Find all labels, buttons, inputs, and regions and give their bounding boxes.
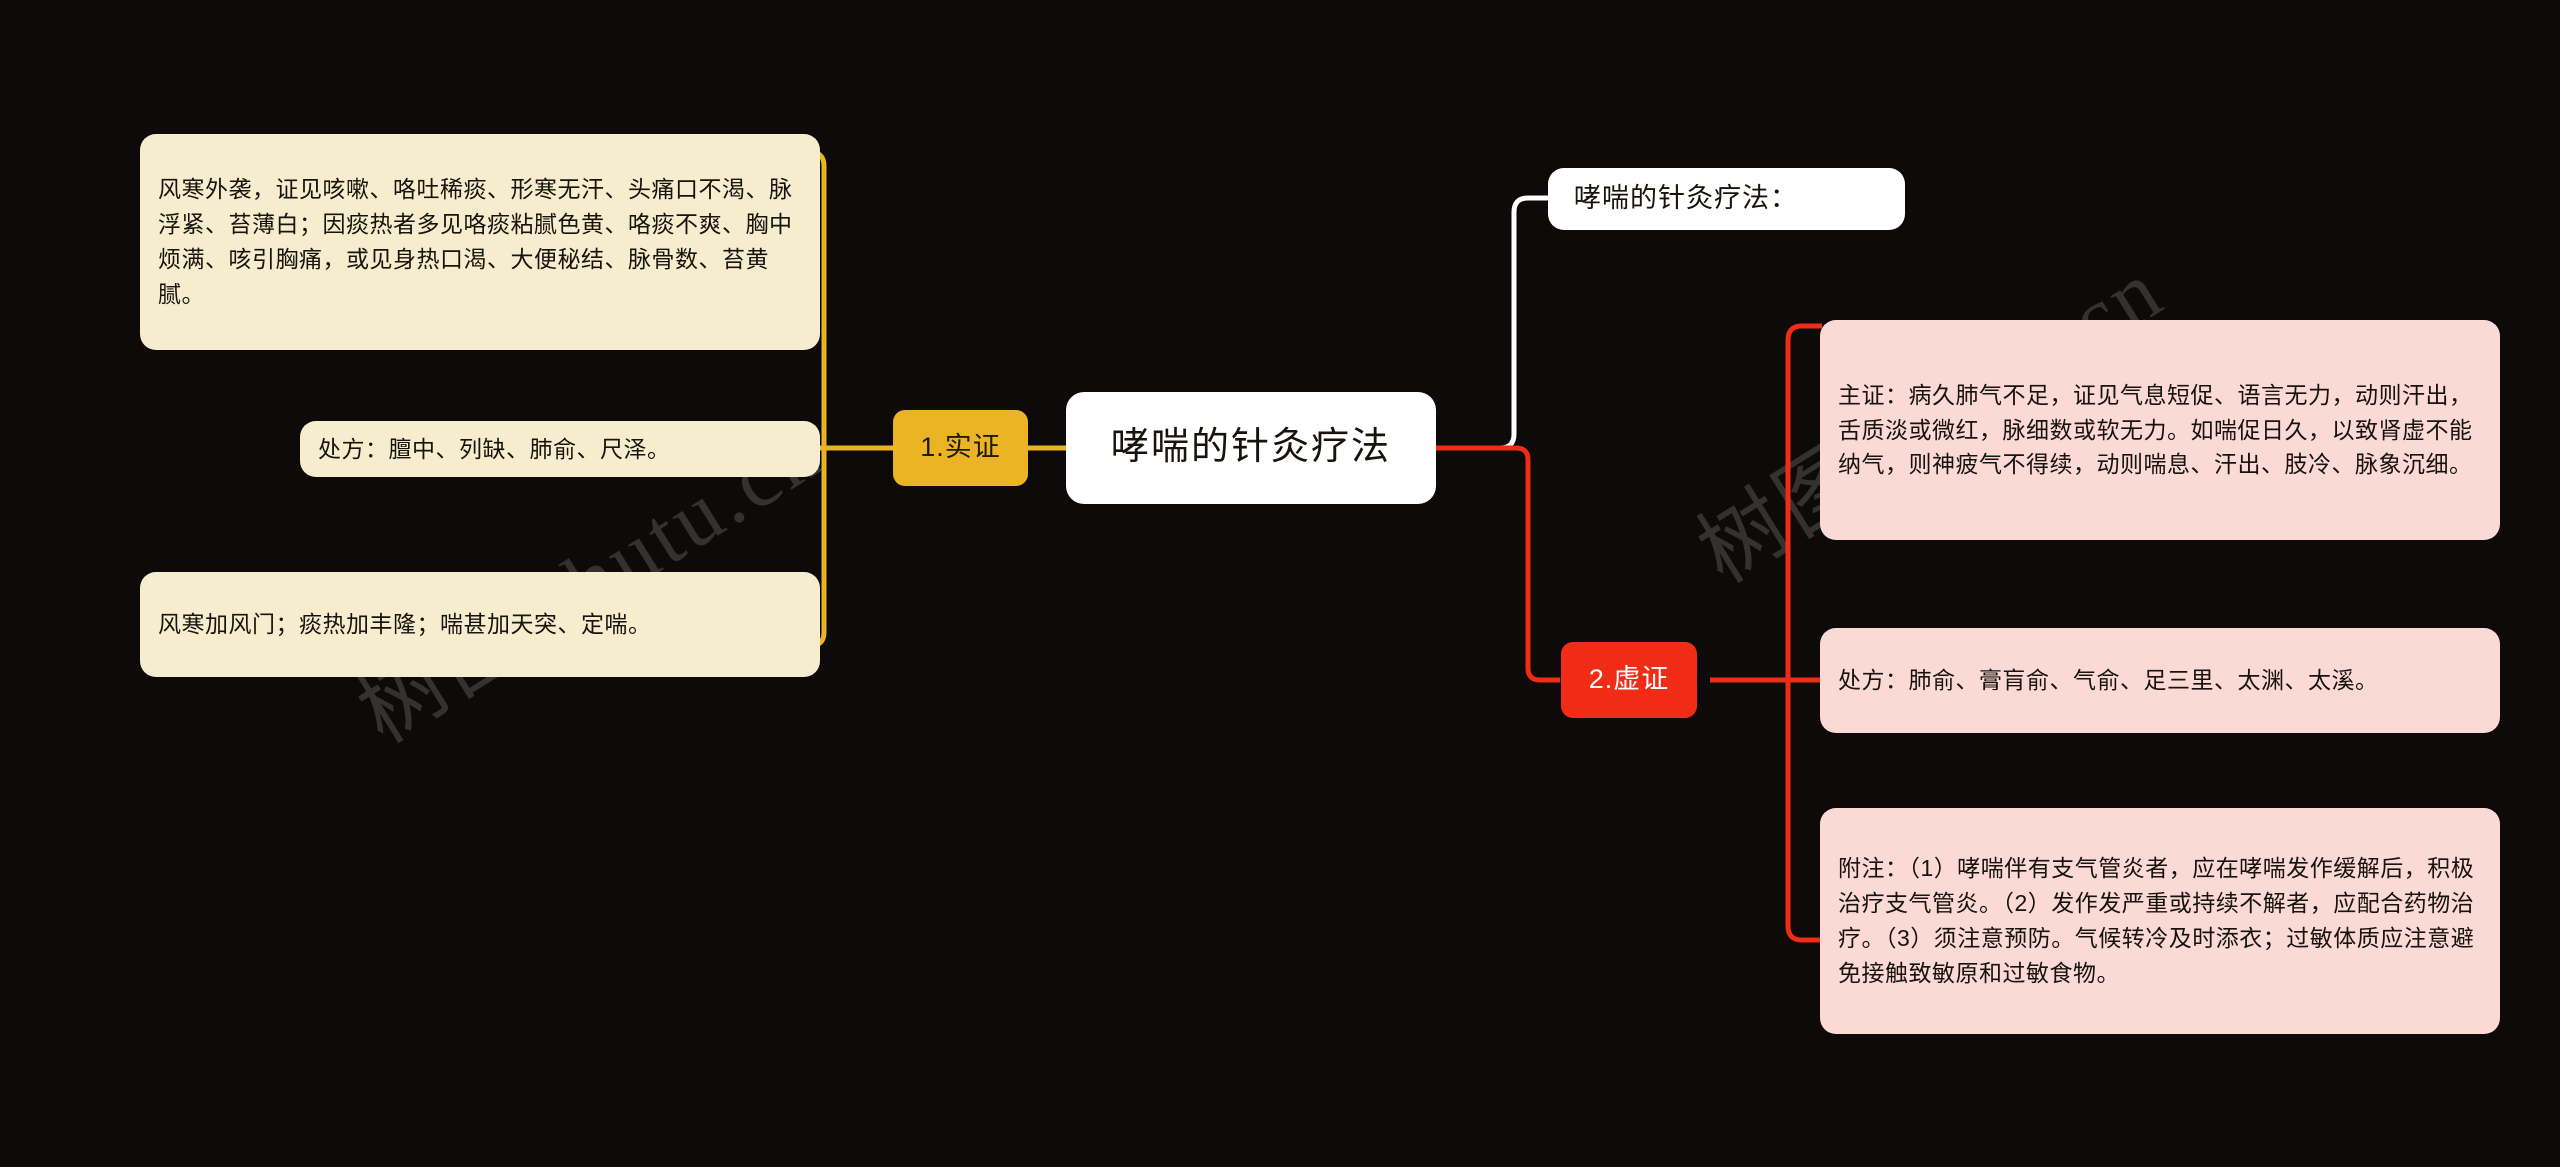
branch-node-shizheng[interactable]: 1.实证 [893, 410, 1028, 486]
wire-branch2-to-leaf1 [1785, 323, 1822, 680]
leaf-xuzheng-fuzhu-text: 附注：（1）哮喘伴有支气管炎者，应在哮喘发作缓解后，积极治疗支气管炎。（2）发作… [1838, 855, 2475, 986]
topic-note-label: 哮喘的针灸疗法： [1574, 183, 1798, 214]
branch-node-xuzheng-label: 2.虚证 [1588, 664, 1670, 695]
leaf-shizheng-jiajian-text: 风寒加风门；痰热加丰隆；喘甚加天突、定喘。 [158, 611, 652, 638]
wire-root-to-topicnote [1436, 195, 1548, 451]
wire-branch2-to-leaf3 [1785, 680, 1822, 943]
leaf-shizheng-zhuzheng[interactable]: 风寒外袭，证见咳嗽、咯吐稀痰、形寒无汗、头痛口不渴、脉浮紧、苔薄白；因痰热者多见… [140, 134, 820, 350]
leaf-shizheng-zhuzheng-text: 风寒外袭，证见咳嗽、咯吐稀痰、形寒无汗、头痛口不渴、脉浮紧、苔薄白；因痰热者多见… [158, 176, 793, 307]
branch-node-shizheng-label: 1.实证 [920, 432, 1001, 463]
branch-node-xuzheng[interactable]: 2.虚证 [1561, 642, 1697, 718]
root-node[interactable]: 哮喘的针灸疗法 [1066, 392, 1436, 504]
leaf-shizheng-chufang-text: 处方：膻中、列缺、肺俞、尺泽。 [318, 435, 671, 462]
leaf-shizheng-jiajian[interactable]: 风寒加风门；痰热加丰隆；喘甚加天突、定喘。 [140, 572, 820, 677]
leaf-xuzheng-chufang-text: 处方：肺俞、膏肓俞、气俞、足三里、太渊、太溪。 [1838, 667, 2379, 694]
leaf-xuzheng-fuzhu[interactable]: 附注：（1）哮喘伴有支气管炎者，应在哮喘发作缓解后，积极治疗支气管炎。（2）发作… [1820, 808, 2500, 1034]
wire-root-to-branch2 [1436, 445, 1560, 683]
leaf-shizheng-chufang[interactable]: 处方：膻中、列缺、肺俞、尺泽。 [300, 421, 820, 477]
topic-note-node[interactable]: 哮喘的针灸疗法： [1548, 168, 1905, 230]
leaf-xuzheng-chufang[interactable]: 处方：肺俞、膏肓俞、气俞、足三里、太渊、太溪。 [1820, 628, 2500, 733]
leaf-xuzheng-zhuzheng-text: 主证：病久肺气不足，证见气息短促、语言无力，动则汗出，舌质淡或微红，脉细数或软无… [1838, 381, 2473, 478]
leaf-xuzheng-zhuzheng[interactable]: 主证：病久肺气不足，证见气息短促、语言无力，动则汗出，舌质淡或微红，脉细数或软无… [1820, 320, 2500, 540]
root-node-label: 哮喘的针灸疗法 [1110, 426, 1391, 469]
